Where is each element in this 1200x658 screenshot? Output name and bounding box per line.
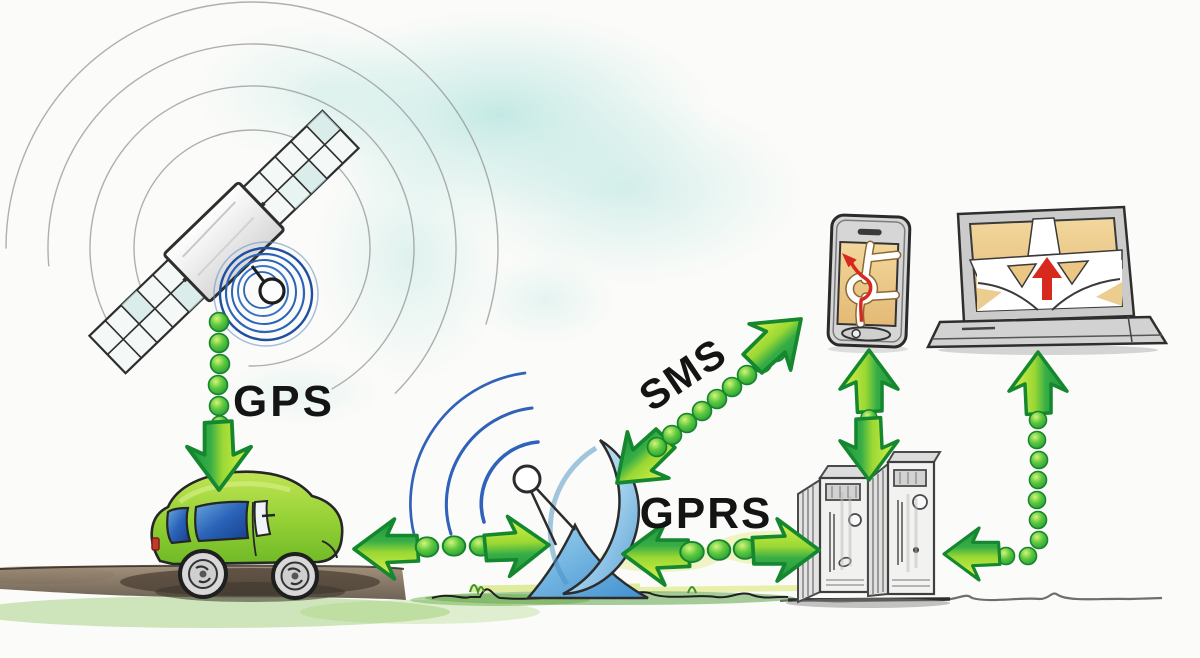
phone-route xyxy=(849,260,873,322)
laptop-map xyxy=(968,217,1123,311)
sms-arrow xyxy=(594,294,824,508)
gps-satellite-icon xyxy=(87,109,361,375)
car-taillight xyxy=(151,537,160,551)
phone-speaker xyxy=(857,228,882,236)
server-towers-icon xyxy=(797,451,942,604)
arrowhead-up-icon xyxy=(838,348,900,415)
car-side-window xyxy=(194,500,250,543)
solar-panel-left xyxy=(87,257,207,375)
car-rear-window xyxy=(166,506,192,545)
satellite-body xyxy=(163,181,285,303)
phone-map xyxy=(841,240,902,329)
dish-feed-horn xyxy=(512,464,542,494)
dish-pedestal xyxy=(525,522,649,600)
arrowhead-right-icon xyxy=(481,513,552,580)
smartphone-map-icon xyxy=(826,213,912,353)
pencil-ground xyxy=(779,592,1163,608)
arrowhead-up-icon xyxy=(1007,350,1069,417)
car-front-wheel xyxy=(271,552,319,600)
laptop-route-arrow-shaft xyxy=(1042,276,1052,300)
server-tower-right xyxy=(867,451,942,598)
tracked-car-icon xyxy=(150,470,345,602)
gprs-label: GPRS xyxy=(640,489,773,538)
satellite-dish-icon xyxy=(213,241,319,347)
arrowhead-left-icon xyxy=(942,526,1002,582)
dish-signal-waves-icon xyxy=(409,371,540,547)
car-rear-wheel xyxy=(178,549,228,599)
base-station-dish-icon xyxy=(409,371,649,600)
phone-route-arrow xyxy=(841,253,857,268)
server-tower-left xyxy=(797,465,878,604)
laptop-map-icon xyxy=(925,205,1169,355)
gps-label: GPS xyxy=(233,377,335,426)
car-dish-arrow xyxy=(352,513,552,581)
servers-laptop-arrow xyxy=(942,350,1069,582)
car-front-window xyxy=(253,499,272,538)
laptop-route-arrow-head xyxy=(1032,257,1062,278)
